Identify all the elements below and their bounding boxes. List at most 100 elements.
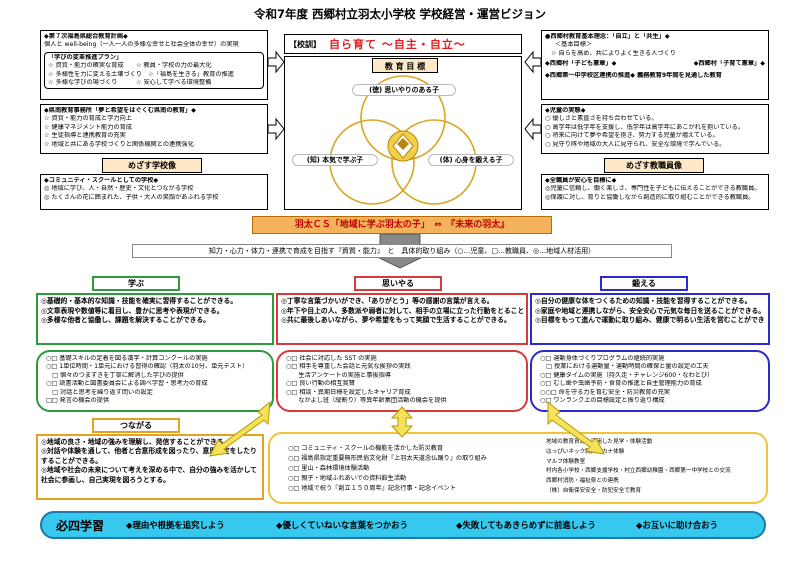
partner-item: 村内各小学校・西郷支援学校・村立西郷幼稚園・西郷第一中学校との交流	[546, 468, 731, 475]
care-activity: なかよし班（縦割り）等異年齢集団活動の機会を提供	[286, 397, 447, 405]
student-status-item: ○ 優しさと素直さを持ち合わせている。	[545, 115, 658, 123]
train-activity: ○□ むし歯や虫歯予防・食育の推進と自主管理能力の育成	[540, 380, 702, 388]
learn-activity: □ 対話と思考を繰り返す問いの設定	[46, 388, 153, 396]
train-activity: ○□ 運動身体づくりプログラムの継続的実施	[540, 355, 665, 362]
student-status-item: ○ 見守り隊や地域の大人に見守られ、安全な環境で学んでいる。	[545, 140, 726, 148]
aim-staff-item: ◎児童に信頼し、働く楽しさ、専門性を子どもに伝えることができる教職員。	[545, 185, 761, 193]
bottom-item: ◆優しくていねいな言葉をつかおう	[276, 520, 408, 530]
care-activity: ○□ 相手を尊重した会話と元気な挨拶の実践	[286, 363, 411, 371]
page-title: 令和7年度 西郷村立羽太小学校 学校経営・運営ビジョン	[253, 7, 546, 21]
aim-staff-header: ◆全職員が安心を目標に◆	[545, 177, 617, 184]
connect-activity: ○□ 地域で祝う『創立１５０周年』記念行事・記念イベント	[288, 485, 456, 492]
philosophy-line: ☆ 自らを高め、共によりよく生きる人づくり	[551, 49, 676, 57]
bottom-item: ◆お互いに助け合おう	[636, 520, 718, 530]
aim-school-item: ◎ 地域に学び、人・自然・歴史・文化とつながる学校	[44, 185, 194, 193]
train-activity: ○□ ワンランク上の目標設定と振り返り構成	[540, 397, 665, 405]
kennan-item: ☆ 生徒指導と連携教育の充実	[44, 132, 126, 140]
motto-box: 【校訓】 自ら育て 〜自主・自立〜	[284, 34, 522, 54]
student-status-box: ◆児童の実態◆ ○ 優しさと素直さを持ち合わせている。 ○ 高学年は低学年を支援…	[541, 104, 769, 154]
connect-goal: ◎地域や社会の未来について考えを深める中で、自分の強みを活かして社会に参画し、自…	[41, 466, 257, 484]
student-status-item: ○ 将来に向けて夢や希望を抱き、努力する児童が増えている。	[545, 132, 719, 140]
motto-text: 自ら育て 〜自主・自立〜	[329, 38, 466, 51]
partner-item: マルフ体験教室	[546, 458, 586, 465]
train-activities-box: ○□ 運動身体づくりプログラムの継続的実施 □ 授業における運動量・運動時間の確…	[530, 350, 770, 412]
aim-school-label: めざす学校像	[102, 158, 202, 173]
plan-item: ☆ 多様な学びの場づくり ☆ 安心して学べる環境整備	[48, 79, 212, 87]
connect-activity: ○□ 親子・地域ふれあいでの資料館生活動	[288, 475, 407, 482]
learn-goal: ◎多様な他者と協働し、課題を解決することができる。	[41, 316, 210, 324]
junior-high-cooperation: ◆西郷第一中学校区連携の推進◆ 義務教育9年間を見通した教育	[545, 71, 722, 79]
aim-school-item: ◎ たくさんの花に囲まれた、子供・大人の笑顔があふれる学校	[44, 193, 219, 201]
philosophy-sub: ＜基本目標＞	[555, 41, 593, 49]
aim-staff-box: ◆全職員が安心を目標に◆ ◎児童に信頼し、働く楽しさ、専門性を子どもに伝えること…	[541, 174, 769, 210]
partner-item: 地域の教育資源を活用した見学・体験活動	[546, 439, 653, 445]
philosophy-header: ●西郷村教育基本理念：「自立」と「共生」◆	[545, 33, 670, 40]
kennan-item: ☆ 健康マネジメント能力の育成	[44, 123, 132, 131]
care-goal: ◎共に最後しあいながら、夢や希望をもって笑顔で生活することができる。	[281, 316, 511, 324]
learn-activities-box: ○□ 基礎スキルの定着を図る漢字・計算コンクールの実施 ○□ 1単位時間・1単元…	[36, 350, 274, 412]
parenting-charter: ◆西郷村「子育て憲章」◆	[693, 60, 765, 68]
aim-staff-label: めざす教職員像	[604, 158, 704, 173]
side-connector-arrows	[267, 50, 542, 141]
kennan-item: ☆ 地域と共にある学校づくりと関係機関との連携強化	[44, 140, 194, 148]
bottom-title: 必四学習	[56, 518, 105, 533]
train-activity: □ 授業における運動量・運動時間の確保と量の設定の工夫	[540, 363, 709, 371]
care-activity: ○□ 社会に対応した SST の実施	[286, 355, 377, 362]
goal-knowledge: (知) 本気で学ぶ子	[292, 154, 378, 166]
col-label-train: 鍛える	[600, 276, 688, 291]
plan-item: ☆ 多様性を力に変える土壌づくり ☆「福島を生きる」教育の推進	[48, 70, 234, 78]
aim-school-header: ◆コミュニティ・スクールとしての学校◆	[44, 177, 159, 184]
train-goal: ◎目標をもって進んで運動に取り組み、健康で明るい生活を営むことができる。	[535, 316, 765, 324]
connect-goal: ◎地域の良さ・地域の強みを理解し、発信することができる。	[41, 438, 231, 446]
nishigo-philosophy-box: ●西郷村教育基本理念：「自立」と「共生」◆ ＜基本目標＞ ☆ 自らを高め、共によ…	[541, 30, 769, 100]
connect-goal: ◎対話や体験を通して、他者と合意形成を図ったり、意思決定をしたりすることができる…	[41, 447, 257, 465]
train-activity: ○○□ 命を守る力を育む安全・防災教育の充実	[540, 388, 670, 396]
student-status-item: ○ 高学年は低学年を支援し、低学年は高学年にあこがれを抱いている。	[545, 123, 744, 131]
care-activity: ○□ 良い行動の相互賞賛	[286, 380, 355, 388]
care-goals-box: ◎丁寧な言葉づかいができ、「ありがとう」等の感謝の言葉が言える。 ◎年下や目上の…	[276, 293, 528, 345]
learn-goal: ◎文章表現や数値等に着目し、豊かに思考や表現ができる。	[41, 306, 224, 315]
care-activity: 生活アンケートの実施と事後指導	[286, 371, 391, 379]
aim-staff-item: ◎保護に対し、育りと協働しながら創造的に取り組むことができる教職員。	[545, 193, 755, 201]
plan-title: 「学びの変革推進プラン」	[48, 53, 123, 61]
right-arrow-mid	[524, 117, 542, 141]
school-crest-icon	[387, 130, 419, 162]
connect-activity: ○□ 里山・森林環境体験活動	[288, 465, 370, 472]
kennan-header: ◆県南教育事務所「夢と希望をはぐくむ県南の教育」◆	[44, 107, 196, 114]
bottom-item: ◆理由や根拠を追究しよう	[126, 520, 225, 530]
connect-activity: ○□ コミュニティ・スクールの機能を活かした防災教育	[288, 445, 444, 452]
train-goals-box: ◎自分の健康な体をつくるための知識・技能を習得することができる。 ◎家庭や地域と…	[530, 293, 770, 345]
education-goal-label: 教 育 目 標	[372, 58, 438, 73]
goal-virtue: (徳) 思いやりのある子	[352, 84, 456, 96]
learn-activity: ○□ 読書活動と図書委員会による調べ学習・思考力の育成	[46, 380, 208, 388]
train-goal: ◎家庭や地域と連携しながら、安全安心で元気な毎日を送ることができる。	[535, 306, 765, 315]
bottom-banner: 必四学習 ◆理由や根拠を追究しよう ◆優しくていねいな言葉をつかおう ◆失敗して…	[40, 511, 766, 539]
kennan-education-box: ◆県南教育事務所「夢と希望をはぐくむ県南の教育」◆ ☆ 資質・能力の育成と学力向…	[40, 104, 268, 154]
motto-tag: 【校訓】	[289, 39, 321, 49]
connect-activity: ○□ 福島県指定重要無形民俗文化財『上羽太天道念仏踊り』の取り組み	[288, 455, 487, 462]
train-activity: ○□ 健康タイムの実施（持久走・チャレンジ600・なわとび）	[540, 371, 714, 379]
qualities-line: 知力・心力・体力・連携で育成を目指す『資質・能力』 と 具体的取り組み（○…児童…	[132, 244, 672, 258]
prefecture-plan-header: ◆第７次福島県総合教育計画◆	[44, 33, 128, 40]
partner-item: はっぴいネック胸入場カナ体験	[546, 448, 625, 455]
col-label-learn: 学ぶ	[92, 276, 180, 291]
right-arrow-top	[524, 50, 542, 74]
prefecture-plan-subline: 個人と well-being（一人一人の多様な幸せと社会全体の幸せ）の実現	[44, 41, 239, 49]
care-activity: ○□ 相談・異期日標を設定したキャリア育成	[286, 388, 411, 396]
learn-activity: ○□ 基礎スキルの定着を図る漢字・計算コンクールの実施	[46, 355, 208, 362]
care-goal: ◎年下や目上の人、多数派や弱者に対して、相手の立場に立った行動をとることができる…	[281, 306, 523, 315]
kennan-item: ☆ 資質・能力の育成と学力向上	[44, 115, 132, 123]
partner-item: 西郷村消防・福祉祭との連携	[546, 478, 619, 485]
left-arrow-top	[267, 50, 285, 74]
learn-activity: □ 個々のつまずきを丁寧に解消した学びの提供	[46, 371, 184, 379]
care-activities-box: ○□ 社会に対応した SST の実施 ○□ 相手を尊重した会話と元気な挨拶の実践…	[276, 350, 528, 412]
learn-goals-box: ◎基礎的・基本的な知識・技能を確実に習得することができる。 ◎文章表現や数値等に…	[36, 293, 274, 345]
care-goal: ◎丁寧な言葉づかいができ、「ありがとう」等の感謝の言葉が言える。	[281, 297, 494, 305]
connect-activities-box: ○□ コミュニティ・スクールの機能を活かした防災教育 ○□ 福島県指定重要無形民…	[268, 432, 768, 504]
student-status-header: ◆児童の実態◆	[545, 107, 586, 114]
goal-body: (体) 心身を鍛える子	[428, 154, 514, 166]
aim-school-box: ◆コミュニティ・スクールとしての学校◆ ◎ 地域に学び、人・自然・歴史・文化とつ…	[40, 174, 268, 210]
plan-item: ☆ 資質・能力の確実な育成 ☆ 教員・学校の力の最大化	[48, 62, 212, 70]
connect-goals-box: ◎地域の良さ・地域の強みを理解し、発信することができる。 ◎対話や体験を通して、…	[36, 434, 264, 500]
partner-item: （株）自衛保安安全・防犯安全で教育	[546, 487, 642, 494]
